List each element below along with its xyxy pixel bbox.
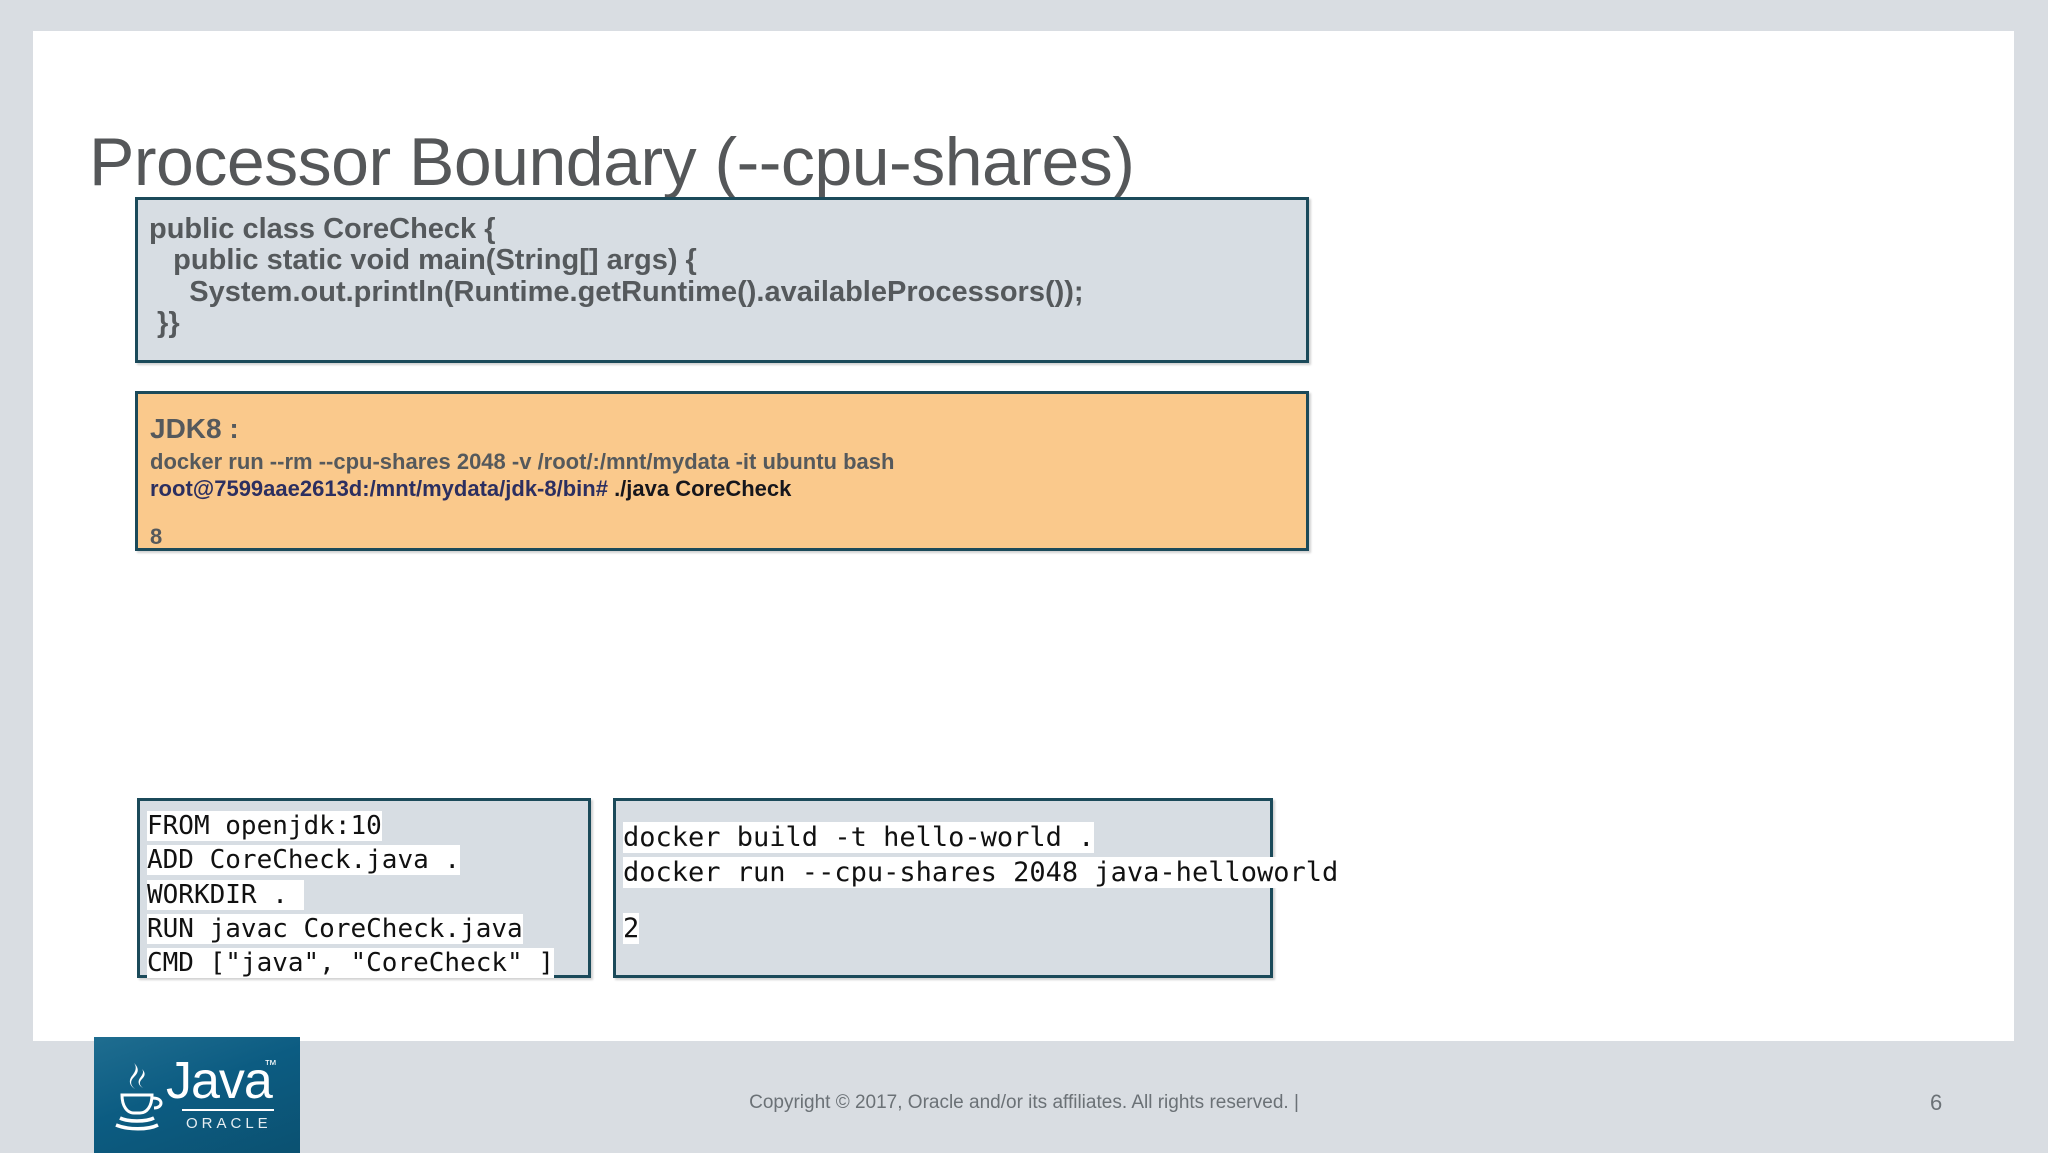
java-code-line: public static void main(String[] args) {: [149, 244, 697, 277]
logo-inner: Java ™ ORACLE: [94, 1037, 300, 1153]
java-wordmark: Java: [166, 1052, 273, 1110]
jdk8-output-value: 8: [150, 523, 163, 549]
shell-prompt: root@7599aae2613d:/mnt/mydata/jdk-8/bin#: [150, 476, 608, 502]
page-number: 6: [1930, 1090, 1943, 1115]
page-title: Processor Boundary (--cpu-shares): [89, 124, 1135, 200]
dockerfile-line-text: RUN javac CoreCheck.java: [147, 913, 523, 944]
slide-footer: [0, 1041, 2048, 1153]
dockerfile-line: WORKDIR .: [147, 878, 588, 912]
java-oracle-logo: Java ™ ORACLE: [94, 1037, 300, 1153]
docker-command-text: docker run --cpu-shares 2048 java-hellow…: [623, 856, 1339, 888]
spacer: [623, 890, 1270, 912]
java-code-line: }}: [149, 306, 180, 339]
docker-output-value: 2: [623, 912, 1270, 947]
jdk8-docker-run-command: docker run --rm --cpu-shares 2048 -v /ro…: [150, 448, 895, 474]
java-code-line: public class CoreCheck {: [149, 213, 496, 245]
jdk8-shell-prompt-line: root@7599aae2613d:/mnt/mydata/jdk-8/bin#…: [150, 475, 1306, 503]
dockerfile-line-text: FROM openjdk:10: [147, 811, 382, 841]
docker-command-box: docker build -t hello-world . docker run…: [613, 798, 1339, 978]
copyright-notice: Copyright © 2017, Oracle and/or its affi…: [749, 1092, 1299, 1113]
dockerfile-line: CMD ["java", "CoreCheck" ]: [147, 946, 588, 980]
shell-command: ./java CoreCheck: [607, 476, 792, 502]
dockerfile-line-text: CMD ["java", "CoreCheck" ]: [147, 948, 554, 979]
jdk8-heading: JDK8 :: [150, 413, 239, 444]
slide-canvas: Processor Boundary (--cpu-shares) public…: [33, 31, 2014, 1077]
dockerfile-line-text: ADD CoreCheck.java .: [147, 845, 461, 876]
docker-command-line: docker build -t hello-world .: [623, 821, 1270, 856]
dockerfile-line: ADD CoreCheck.java .: [147, 843, 588, 877]
oracle-wordmark: ORACLE: [186, 1115, 272, 1132]
java-source-code-box: public class CoreCheck { public static v…: [135, 197, 1309, 363]
dockerfile-box: FROM openjdk:10 ADD CoreCheck.java . WOR…: [137, 798, 591, 980]
jdk8-terminal-box: JDK8 : docker run --rm --cpu-shares 2048…: [135, 391, 1309, 551]
trademark-icon: ™: [264, 1057, 277, 1072]
docker-output-text: 2: [623, 913, 640, 945]
dockerfile-line-text: WORKDIR .: [147, 879, 304, 910]
dockerfile-line: RUN javac CoreCheck.java: [147, 912, 588, 946]
logo-divider: [182, 1109, 274, 1111]
java-coffee-cup-icon: [115, 1063, 163, 1131]
java-code-line: System.out.println(Runtime.getRuntime().…: [149, 275, 1084, 308]
dockerfile-line: FROM openjdk:10: [147, 809, 588, 843]
docker-command-line: docker run --cpu-shares 2048 java-hellow…: [623, 856, 1339, 891]
docker-command-text: docker build -t hello-world .: [623, 822, 1095, 853]
